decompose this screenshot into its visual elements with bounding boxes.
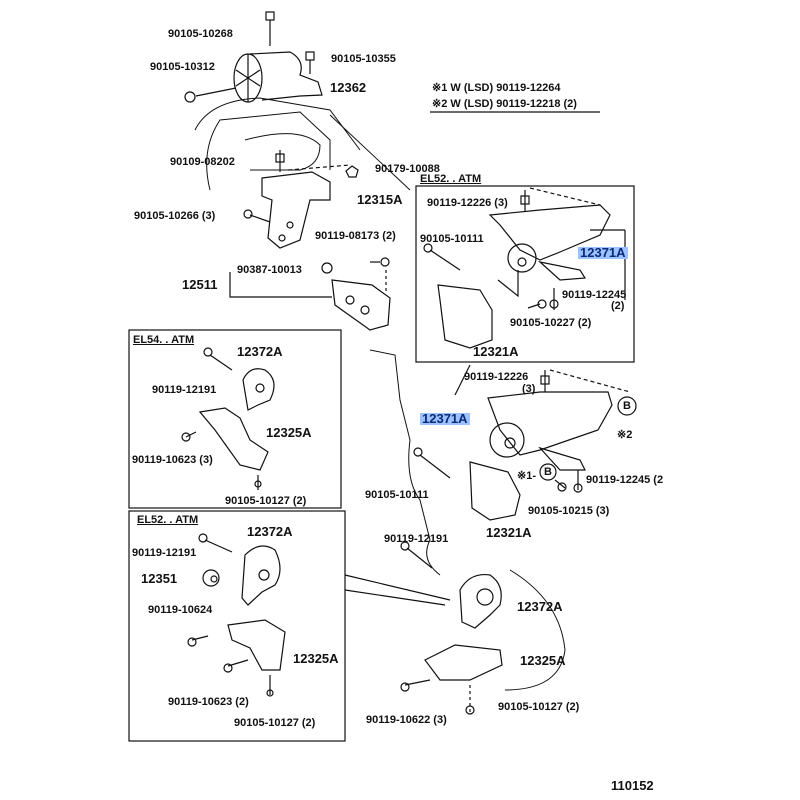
box-el52-atm-left-title: EL52. . ATM [137, 514, 199, 526]
part-label-90119-12191-bottom[interactable]: 90119-12191 [384, 533, 449, 545]
bottom-parts-drawing [344, 349, 566, 715]
part-label-12371A-center-highlighted[interactable]: 12371A [420, 411, 470, 426]
box-el54-atm-frame [128, 329, 342, 509]
part-label-12321A-box[interactable]: 12321A [473, 344, 519, 359]
part-label-90119-10624[interactable]: 90119-10624 [148, 604, 213, 616]
part-label-90119-12191-el54[interactable]: 90119-12191 [152, 384, 217, 396]
part-label-90105-10268[interactable]: 90105-10268 [168, 28, 233, 40]
part-label-90105-10127-bottom[interactable]: 90105-10127 (2) [498, 701, 580, 713]
note-2: ※2 W (LSD) 90119-12218 (2) [432, 98, 577, 110]
part-label-90119-10623-el54[interactable]: 90119-10623 (3) [132, 454, 213, 466]
el54-parts-drawing [181, 347, 275, 490]
part-label-90105-10215-center[interactable]: 90105-10215 (3) [528, 505, 610, 517]
part-label-12371A-box-highlighted[interactable]: 12371A [578, 245, 628, 260]
part-label-90105-10355[interactable]: 90105-10355 [331, 53, 396, 65]
part-label-12362[interactable]: 12362 [330, 80, 367, 95]
callout-b-note1: B [544, 466, 552, 478]
part-label-90119-10623-el52[interactable]: 90119-10623 (2) [168, 696, 249, 708]
bracket-12315A-drawing [243, 150, 359, 249]
part-label-90105-10266[interactable]: 90105-10266 (3) [134, 210, 216, 222]
part-label-12325A-el52[interactable]: 12325A [293, 651, 339, 666]
part-label-12372A-bottom[interactable]: 12372A [517, 599, 563, 614]
part-label-90119-10622-bottom[interactable]: 90119-10622 (3) [366, 714, 447, 726]
part-label-90109-08202[interactable]: 90109-08202 [170, 156, 235, 168]
part-label-90105-10111-box[interactable]: 90105-10111 [420, 233, 484, 245]
callout-b-note2: B [623, 400, 631, 412]
note-1-reference: ※1- [517, 470, 536, 482]
note-2-reference: ※2 [617, 429, 633, 441]
part-label-90105-10127-el54[interactable]: 90105-10127 (2) [225, 495, 307, 507]
el52-left-parts-drawing [187, 533, 286, 697]
engine-mount-12362-drawing [184, 11, 323, 103]
box-el54-atm-title: EL54. . ATM [133, 334, 195, 346]
part-label-90105-10127-el52[interactable]: 90105-10127 (2) [234, 717, 316, 729]
part-label-12351[interactable]: 12351 [141, 571, 178, 586]
part-label-90119-12226-box[interactable]: 90119-12226 (3) [427, 197, 508, 209]
part-label-12372A-el52[interactable]: 12372A [247, 524, 293, 539]
part-label-90179-10088[interactable]: 90179-10088 [375, 163, 440, 175]
part-label-12315A[interactable]: 12315A [357, 192, 403, 207]
transmission-housing-outline [194, 97, 411, 191]
part-label-90387-10013[interactable]: 90387-10013 [237, 264, 302, 276]
box-el52-atm-right-title: EL52. . ATM [420, 173, 482, 185]
part-label-90119-12245-center[interactable]: 90119-12245 (2 [586, 474, 664, 486]
part-label-90105-10111-center[interactable]: 90105-10111 [365, 489, 429, 501]
part-label-12511[interactable]: 12511 [182, 277, 218, 292]
part-label-90105-10312[interactable]: 90105-10312 [150, 61, 215, 73]
part-label-12325A-bottom[interactable]: 12325A [520, 653, 566, 668]
note-1: ※1 W (LSD) 90119-12264 [432, 82, 561, 94]
part-label-90119-08173[interactable]: 90119-08173 (2) [315, 230, 396, 242]
part-label-12325A-el54[interactable]: 12325A [266, 425, 312, 440]
bracket-12511-drawing [229, 257, 391, 331]
part-label-12321A-center[interactable]: 12321A [486, 525, 532, 540]
box-el52-atm-left-frame [128, 510, 346, 742]
box-el52-atm-right-frame [415, 185, 635, 363]
part-label-12372A-el54[interactable]: 12372A [237, 344, 283, 359]
figure-id: 110152 [611, 778, 654, 793]
part-label-90119-12226-center[interactable]: 90119-12226 [464, 371, 529, 383]
part-label-90119-12191-el52[interactable]: 90119-12191 [132, 547, 197, 559]
mount-12371A-center-drawing [413, 364, 637, 521]
mount-12371A-box-drawing [423, 187, 626, 349]
part-label-90119-12226-center-qty: (3) [522, 383, 536, 395]
part-label-90105-10227-box[interactable]: 90105-10227 (2) [510, 317, 592, 329]
part-label-90119-12245-box[interactable]: 90119-12245 [562, 289, 627, 301]
part-label-90119-12245-box-qty: (2) [611, 300, 625, 312]
